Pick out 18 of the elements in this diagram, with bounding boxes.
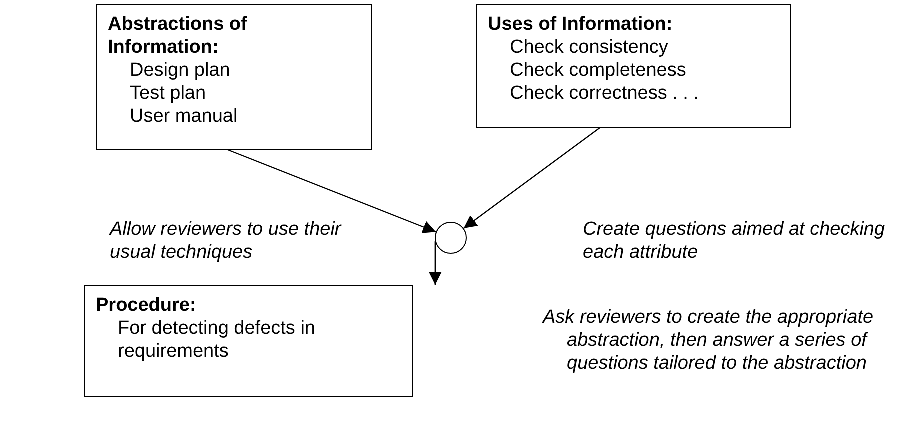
arrow	[228, 149, 436, 234]
annotation-text: Create questions aimed at checking each attribute	[583, 218, 886, 264]
annotation-text: Ask reviewers to create the appropriate abstraction, then answer a series of questions tailored to the abstraction	[543, 306, 875, 375]
arrow	[464, 128, 600, 229]
text-box	[96, 4, 372, 150]
box-heading: Uses of Information:	[488, 13, 673, 36]
box-heading: Procedure:	[96, 294, 196, 317]
list-item: User manual	[129, 105, 238, 128]
list-item: Check completeness	[509, 59, 686, 82]
list-item: Design plan	[129, 59, 230, 82]
text-box	[476, 4, 791, 128]
annotation-text: Allow reviewers to use their usual techniques	[110, 218, 343, 264]
list-item: For detecting defects in requirements	[117, 317, 316, 363]
box-heading: Abstractions of Information:	[108, 13, 248, 59]
list-item: Test plan	[129, 82, 206, 105]
list-item: Check correctness . . .	[509, 82, 700, 105]
text-box	[84, 285, 413, 397]
list-item: Check consistency	[509, 36, 668, 59]
